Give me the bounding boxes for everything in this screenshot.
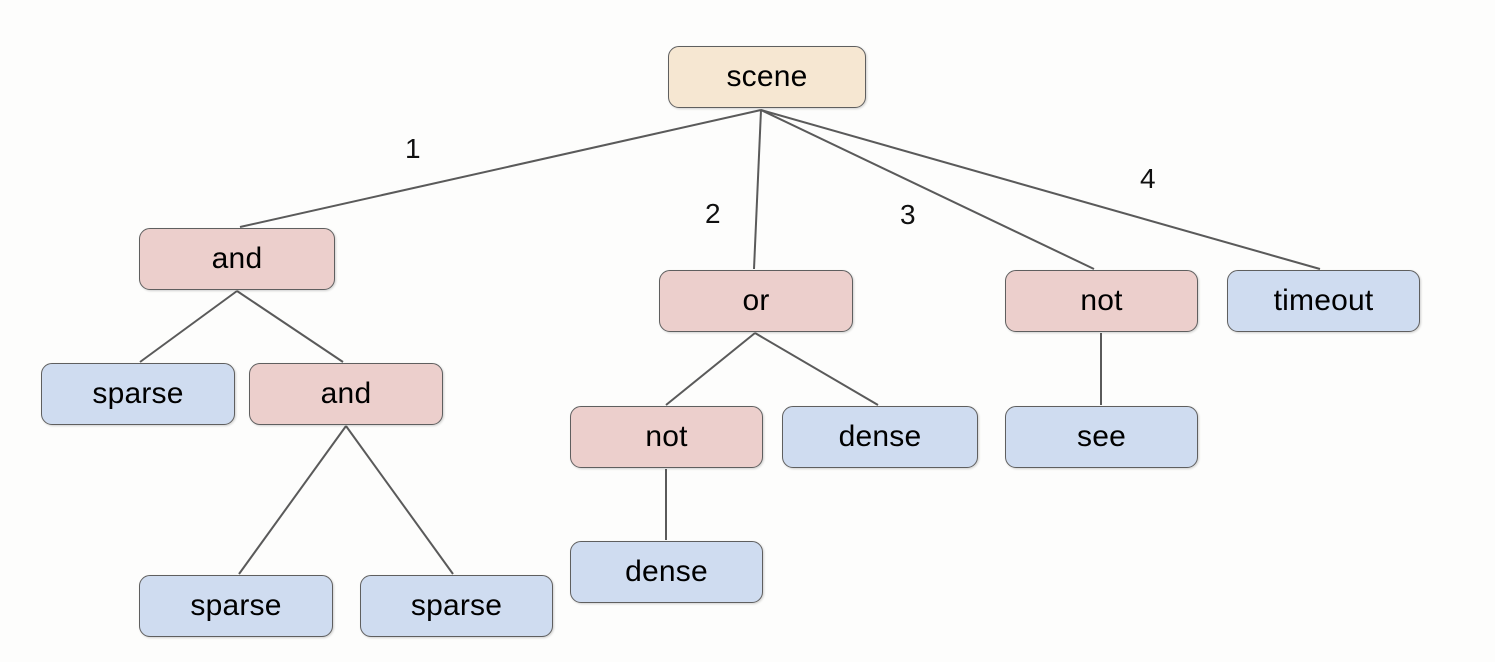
tree-node-sparse2[interactable]: sparse (139, 575, 333, 637)
edge-label-3: 3 (900, 199, 916, 230)
tree-edge-and2-to-sparse3 (345, 425, 454, 575)
tree-node-dense2[interactable]: dense (570, 541, 763, 603)
tree-edge-or1-to-not2 (665, 332, 756, 406)
tree-edge-and1-to-and2 (236, 290, 344, 363)
tree-node-scene[interactable]: scene (668, 46, 866, 108)
tree-node-dense1[interactable]: dense (782, 406, 978, 468)
tree-node-sparse1[interactable]: sparse (41, 363, 235, 425)
tree-edge-scene-to-timeout1 (760, 109, 1321, 270)
edge-label-1: 1 (405, 133, 421, 164)
edge-label-4: 4 (1140, 163, 1156, 194)
tree-node-sparse3[interactable]: sparse (360, 575, 553, 637)
tree-node-and1[interactable]: and (139, 228, 335, 290)
tree-edge-and2-to-sparse2 (238, 425, 347, 575)
tree-edge-scene-to-and1 (239, 109, 762, 228)
tree-node-and2[interactable]: and (249, 363, 443, 425)
tree-node-or1[interactable]: or (659, 270, 853, 332)
tree-node-not1[interactable]: not (1005, 270, 1198, 332)
tree-node-see1[interactable]: see (1005, 406, 1198, 468)
tree-edge-or1-to-dense1 (754, 332, 879, 406)
tree-node-timeout1[interactable]: timeout (1227, 270, 1420, 332)
tree-node-not2[interactable]: not (570, 406, 763, 468)
tree-edge-and1-to-sparse1 (139, 290, 238, 363)
tree-edge-scene-to-not1 (760, 109, 1095, 270)
tree-edge-scene-to-or1 (753, 109, 762, 270)
edge-label-2: 2 (705, 198, 721, 229)
